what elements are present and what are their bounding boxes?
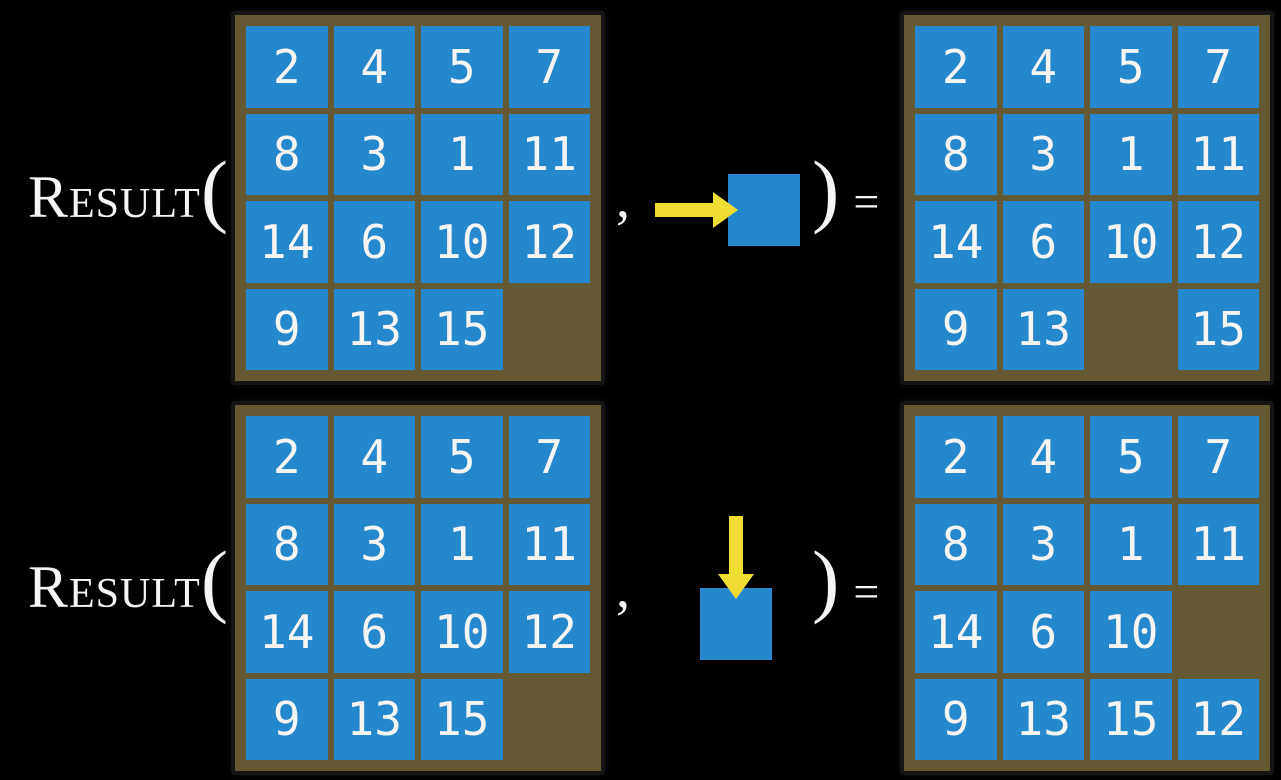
tile: 6 [333, 591, 415, 673]
function-name: Result [28, 554, 201, 620]
tile: 14 [915, 591, 997, 673]
equals-sign: = [853, 176, 880, 227]
tile: 14 [246, 201, 328, 283]
tile: 10 [1090, 591, 1172, 673]
tile: 11 [508, 503, 590, 585]
result-function-label: Result( [28, 149, 228, 231]
tile: 4 [333, 26, 415, 108]
result-function-label: Result( [28, 539, 228, 621]
open-paren: ( [200, 144, 229, 235]
after-state-board-1: 2 4 5 7 8 3 1 11 14 6 10 12 9 13 15 [900, 11, 1274, 385]
comma-separator: , [616, 558, 630, 620]
close-paren: ) [812, 144, 840, 235]
down-arrow-icon [718, 516, 754, 599]
tile: 12 [1177, 678, 1259, 760]
tile: 8 [915, 113, 997, 195]
tile: 14 [246, 591, 328, 673]
tile: 13 [1002, 288, 1084, 370]
tile: 9 [915, 678, 997, 760]
tile: 11 [1177, 113, 1259, 195]
tile: 1 [1090, 113, 1172, 195]
right-arrow-icon [655, 192, 738, 228]
blank-tile-square [700, 588, 772, 660]
tile: 10 [421, 201, 503, 283]
tile: 7 [508, 416, 590, 498]
tile: 11 [508, 113, 590, 195]
tile: 3 [1002, 503, 1084, 585]
tile: 6 [1002, 591, 1084, 673]
tile: 8 [246, 113, 328, 195]
tile: 2 [915, 26, 997, 108]
before-state-board-1: 2 4 5 7 8 3 1 11 14 6 10 12 9 13 15 [231, 11, 605, 385]
after-state-board-2: 2 4 5 7 8 3 1 11 14 6 10 9 13 15 12 [900, 401, 1274, 775]
tile: 15 [421, 678, 503, 760]
tile: 4 [333, 416, 415, 498]
tile: 3 [333, 503, 415, 585]
tile: 12 [508, 591, 590, 673]
tile: 15 [421, 288, 503, 370]
tile: 1 [421, 503, 503, 585]
tile: 8 [246, 503, 328, 585]
tile: 2 [246, 416, 328, 498]
tile: 15 [1090, 678, 1172, 760]
tile [1090, 289, 1172, 371]
tile: 5 [1090, 26, 1172, 108]
tile: 13 [1002, 678, 1084, 760]
tile: 7 [508, 26, 590, 108]
tile: 9 [246, 288, 328, 370]
tile: 4 [1002, 26, 1084, 108]
tile: 11 [1177, 503, 1259, 585]
tile: 7 [1177, 416, 1259, 498]
tile: 10 [1090, 201, 1172, 283]
function-name: Result [28, 164, 201, 230]
tile: 1 [421, 113, 503, 195]
tile: 14 [915, 201, 997, 283]
tile: 10 [421, 591, 503, 673]
tile: 8 [915, 503, 997, 585]
tile: 9 [915, 288, 997, 370]
comma-separator: , [616, 168, 630, 230]
tile: 15 [1177, 288, 1259, 370]
blank-tile-square [728, 174, 800, 246]
tile: 4 [1002, 416, 1084, 498]
tile: 13 [333, 678, 415, 760]
tile: 5 [421, 26, 503, 108]
close-paren: ) [812, 534, 840, 625]
tile: 2 [246, 26, 328, 108]
open-paren: ( [200, 534, 229, 625]
close-paren-equals: ) = [812, 149, 879, 231]
close-paren-equals: ) = [812, 539, 879, 621]
tile: 6 [1002, 201, 1084, 283]
tile: 6 [333, 201, 415, 283]
tile: 1 [1090, 503, 1172, 585]
tile: 5 [1090, 416, 1172, 498]
equals-sign: = [853, 566, 880, 617]
tile: 12 [1177, 201, 1259, 283]
tile [509, 679, 591, 761]
tile [1178, 591, 1260, 673]
tile: 7 [1177, 26, 1259, 108]
tile: 9 [246, 678, 328, 760]
tile: 3 [1002, 113, 1084, 195]
tile: 12 [508, 201, 590, 283]
tile [509, 289, 591, 371]
tile: 2 [915, 416, 997, 498]
tile: 13 [333, 288, 415, 370]
tile: 5 [421, 416, 503, 498]
before-state-board-2: 2 4 5 7 8 3 1 11 14 6 10 12 9 13 15 [231, 401, 605, 775]
tile: 3 [333, 113, 415, 195]
